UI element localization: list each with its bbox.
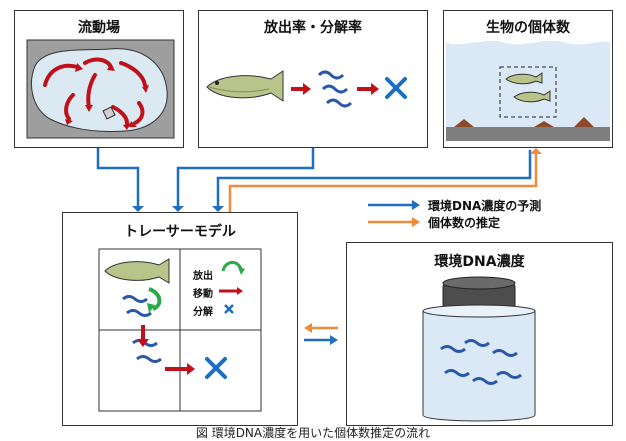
tracer-model-box: トレーサーモデル 放出 移動 xyxy=(62,212,298,426)
fish-icon xyxy=(505,72,551,103)
decay-x-icon xyxy=(385,77,407,99)
fish-icon xyxy=(206,70,284,102)
dna-icon xyxy=(440,339,522,385)
fish-icon xyxy=(104,258,170,284)
figure-caption: 図 環境DNA濃度を用いた個体数推定の流れ xyxy=(195,426,431,440)
release-decay-illustration xyxy=(206,70,407,108)
decay-x-icon xyxy=(205,357,227,379)
flow-field-box: 流動場 xyxy=(14,10,184,148)
edna-sample-bottle xyxy=(422,276,536,422)
tracer-model-illustration xyxy=(98,248,262,412)
legend-decay-label: 分解 xyxy=(193,307,213,318)
edna-concentration-box: 環境DNA濃度 xyxy=(346,242,613,426)
population-box: 生物の個体数 xyxy=(443,10,613,148)
arrow-icon xyxy=(357,83,379,95)
legend-estimate-label: 個体数の推定 xyxy=(428,216,501,230)
legend-predict-label: 環境DNA濃度の予測 xyxy=(428,199,542,213)
dna-icon xyxy=(317,70,353,108)
population-illustration xyxy=(445,37,611,141)
release-decay-box: 放出率・分解率 xyxy=(198,10,428,148)
population-title: 生物の個体数 xyxy=(486,20,570,36)
release-decay-title: 放出率・分解率 xyxy=(264,20,362,36)
edna-concentration-title: 環境DNA濃度 xyxy=(434,254,525,270)
arrow-icon xyxy=(291,83,311,95)
tracer-model-title: トレーサーモデル xyxy=(124,224,236,240)
flow-field-illustration xyxy=(26,39,175,139)
legend-release-label: 放出 xyxy=(193,271,213,282)
legend-move-label: 移動 xyxy=(193,289,213,300)
flow-field-title: 流動場 xyxy=(78,20,120,36)
